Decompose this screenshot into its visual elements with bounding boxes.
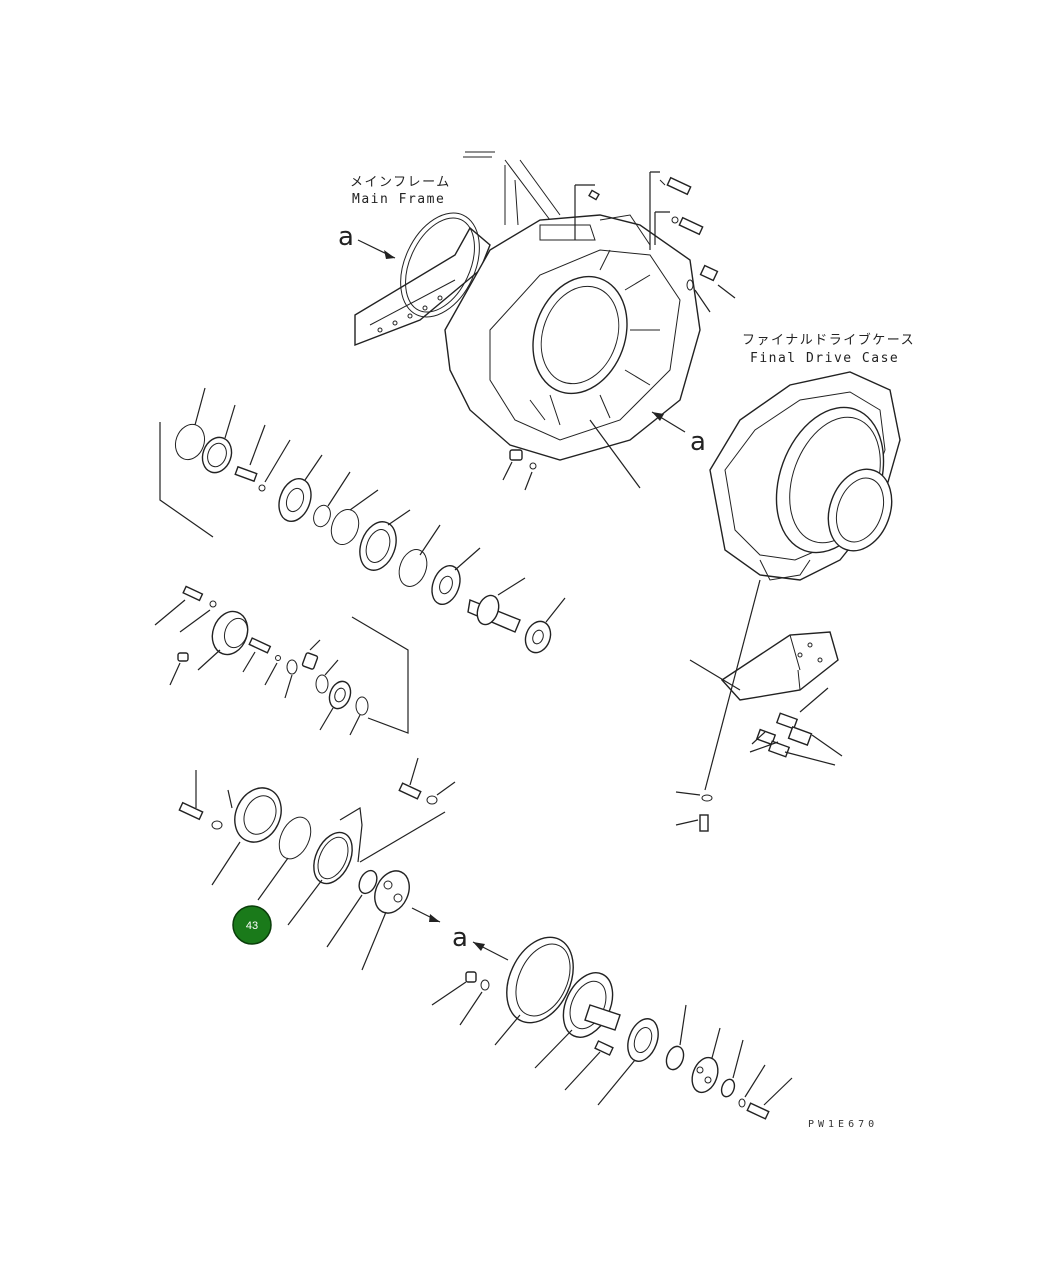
final-drive-case xyxy=(709,371,901,581)
drawing-code: PW1E670 xyxy=(808,1119,878,1130)
ref-a-right: a xyxy=(690,427,706,457)
guard-bracket xyxy=(675,579,843,832)
ref-a-bottom: a xyxy=(452,923,468,953)
ref-a-top: a xyxy=(338,222,354,252)
final-drive-jp-label: ファイナルドライブケース xyxy=(742,332,915,348)
arrow-head-icon xyxy=(652,412,664,421)
top-right-bolts xyxy=(502,171,736,491)
callout-number: 43 xyxy=(246,920,258,932)
arrow-head-icon xyxy=(384,250,395,259)
callout-43[interactable]: 43 xyxy=(232,905,272,945)
bottom-gear-train xyxy=(431,936,793,1120)
main-frame-assembly xyxy=(354,151,701,461)
main-frame-jp-label: メインフレーム xyxy=(350,175,451,190)
callout-marker-icon[interactable] xyxy=(232,905,272,945)
arrow-head-icon xyxy=(429,914,440,922)
final-drive-en-label: Final Drive Case xyxy=(750,351,899,366)
upper-left-group xyxy=(159,387,566,654)
main-frame-en-label: Main Frame xyxy=(352,192,445,207)
arrow-head-icon xyxy=(473,942,485,951)
callout-leader-43 xyxy=(257,857,289,901)
lower-left-group xyxy=(178,757,456,971)
middle-left-group xyxy=(154,585,409,736)
